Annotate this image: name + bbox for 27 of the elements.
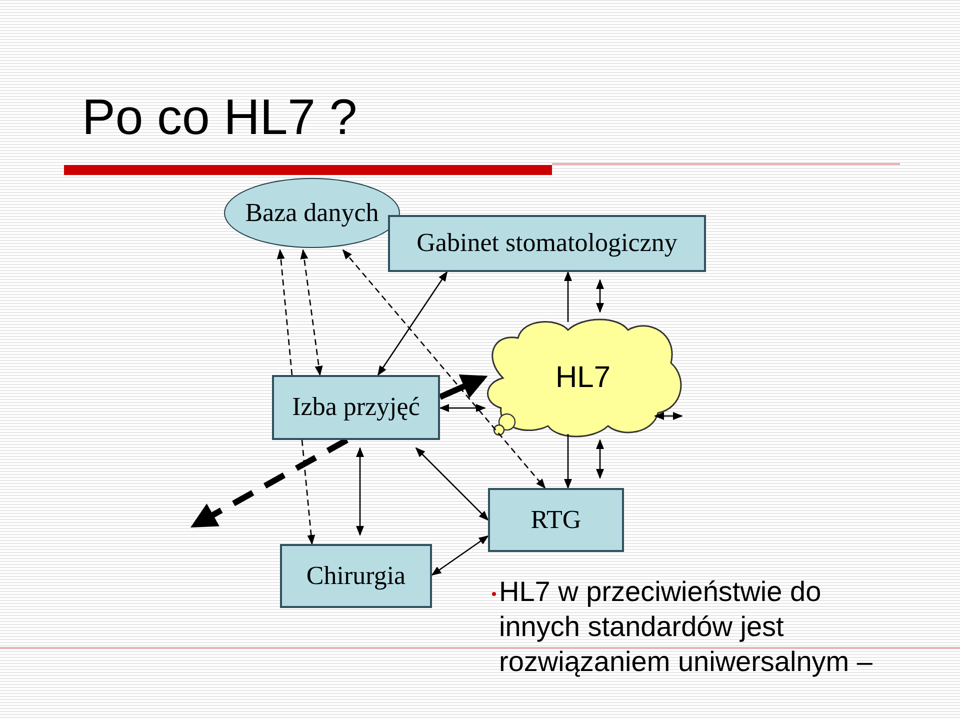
arrow (342, 249, 546, 489)
arrow (439, 404, 486, 412)
arrow (438, 374, 488, 400)
arrow (654, 412, 683, 420)
arrow (356, 447, 364, 536)
arrow (564, 434, 572, 489)
process-box (488, 488, 624, 552)
arrow (596, 439, 604, 479)
bullet-text: HL7 w przeciwieństwie do innych standardów jest rozwiązaniem uniwersalnym – (499, 575, 874, 679)
process-box (388, 215, 706, 272)
arrow (431, 535, 489, 576)
arrow (301, 440, 316, 545)
arrow (300, 249, 323, 376)
node-label: RTG (530, 504, 582, 536)
node-label: HL7 (555, 360, 611, 396)
process-box (272, 375, 440, 440)
node-label: Gabinet stomatologiczny (416, 227, 678, 260)
arrow (377, 271, 448, 376)
node-label: Baza danych (245, 196, 379, 229)
arrow (415, 447, 489, 521)
node-label: Chirurgia (306, 560, 406, 592)
arrow (596, 279, 604, 313)
node-label: Izba przyjęć (292, 391, 420, 424)
slide-title: Po co HL7 ? (82, 92, 358, 142)
arrow (564, 271, 572, 322)
arrow (276, 249, 293, 376)
process-box (280, 544, 432, 608)
